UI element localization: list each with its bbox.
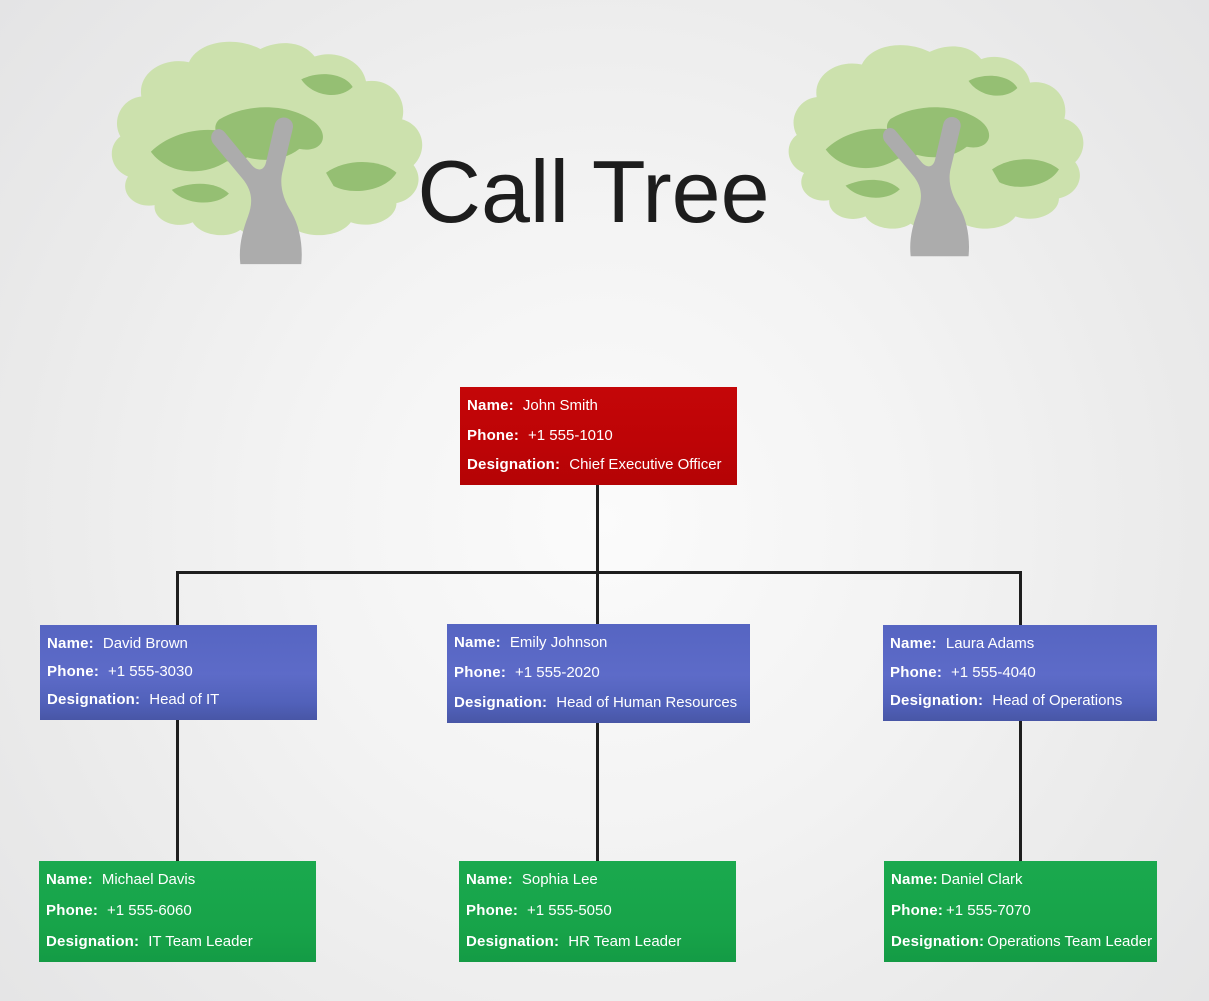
name-row: Name: David Brown bbox=[47, 634, 311, 653]
connector-drop-laura bbox=[1019, 573, 1022, 626]
phone-row: Phone: +1 555-2020 bbox=[454, 663, 744, 682]
name-label: Name: bbox=[467, 397, 514, 414]
phone-value: +1 555-2020 bbox=[515, 664, 600, 681]
designation-value: Head of IT bbox=[149, 691, 220, 708]
designation-row: Designation: IT Team Leader bbox=[46, 932, 310, 951]
phone-label: Phone: bbox=[890, 663, 943, 681]
org-node-head-of-it[interactable]: Name: David Brown Phone: +1 555-3030 Des… bbox=[40, 625, 317, 720]
designation-label: Designation: bbox=[466, 933, 560, 950]
designation-row: Designation: Head of Operations bbox=[890, 691, 1151, 710]
connector-ceo-stem bbox=[596, 485, 599, 574]
designation-row: Designation: Operations Team Leader bbox=[891, 932, 1153, 951]
name-label: Name: bbox=[466, 871, 513, 888]
phone-label: Phone: bbox=[454, 664, 507, 681]
designation-label: Designation: bbox=[891, 933, 985, 950]
name-label: Name: bbox=[47, 635, 94, 652]
name-row: Name: Daniel Clark bbox=[891, 870, 1151, 889]
phone-value: +1 555-4040 bbox=[951, 663, 1036, 681]
designation-value: Head of Human Resources bbox=[556, 694, 738, 711]
name-value: Laura Adams bbox=[945, 635, 1035, 652]
designation-value: Chief Executive Officer bbox=[569, 456, 722, 473]
phone-row: Phone: +1 555-7070 bbox=[891, 901, 1151, 920]
page-title: Call Tree bbox=[417, 142, 770, 241]
name-row: Name: John Smith bbox=[467, 396, 731, 415]
designation-label: Designation: bbox=[46, 933, 140, 950]
org-node-head-of-hr[interactable]: Name: Emily Johnson Phone: +1 555-2020 D… bbox=[447, 624, 750, 723]
phone-row: Phone: +1 555-1010 bbox=[467, 426, 731, 445]
designation-value: HR Team Leader bbox=[568, 933, 682, 950]
phone-label: Phone: bbox=[47, 663, 100, 680]
designation-value: Head of Operations bbox=[992, 692, 1123, 709]
designation-label: Designation: bbox=[454, 694, 548, 711]
name-label: Name: bbox=[891, 871, 938, 888]
name-row: Name: Emily Johnson bbox=[454, 633, 744, 652]
name-label: Name: bbox=[46, 871, 93, 888]
phone-value: +1 555-5050 bbox=[527, 902, 612, 919]
designation-row: Designation: HR Team Leader bbox=[466, 932, 730, 951]
name-row: Name: Michael Davis bbox=[46, 870, 310, 889]
phone-row: Phone: +1 555-6060 bbox=[46, 901, 310, 920]
designation-label: Designation: bbox=[47, 691, 141, 708]
phone-value: +1 555-7070 bbox=[946, 902, 1031, 919]
name-value: Emily Johnson bbox=[509, 634, 608, 651]
tree-icon-right bbox=[788, 45, 1084, 257]
name-label: Name: bbox=[890, 635, 937, 652]
connector-drop-emily bbox=[596, 573, 599, 625]
name-row: Name: Laura Adams bbox=[890, 634, 1151, 653]
phone-value: +1 555-1010 bbox=[528, 426, 613, 444]
org-node-operations-team-leader[interactable]: Name: Daniel Clark Phone: +1 555-7070 De… bbox=[884, 861, 1157, 962]
name-value: Sophia Lee bbox=[521, 871, 598, 888]
connector-horizontal-rail bbox=[176, 571, 1022, 574]
name-value: John Smith bbox=[522, 397, 598, 414]
name-value: Michael Davis bbox=[101, 871, 196, 888]
phone-row: Phone: +1 555-4040 bbox=[890, 663, 1151, 682]
phone-row: Phone: +1 555-5050 bbox=[466, 901, 730, 920]
name-value: David Brown bbox=[102, 635, 188, 652]
connector-laura-daniel bbox=[1019, 720, 1022, 862]
phone-value: +1 555-6060 bbox=[107, 902, 192, 919]
phone-row: Phone: +1 555-3030 bbox=[47, 662, 311, 681]
connector-david-michael bbox=[176, 719, 179, 862]
phone-label: Phone: bbox=[891, 902, 944, 919]
designation-value: IT Team Leader bbox=[148, 933, 253, 950]
designation-row: Designation: Head of Human Resources bbox=[454, 693, 744, 712]
phone-label: Phone: bbox=[466, 902, 519, 919]
connector-drop-david bbox=[176, 573, 179, 626]
designation-value: Operations Team Leader bbox=[987, 933, 1153, 950]
phone-label: Phone: bbox=[46, 902, 99, 919]
designation-row: Designation: Chief Executive Officer bbox=[467, 455, 731, 474]
designation-row: Designation: Head of IT bbox=[47, 690, 311, 709]
designation-label: Designation: bbox=[467, 456, 561, 473]
phone-label: Phone: bbox=[467, 426, 520, 444]
org-node-ceo[interactable]: Name: John Smith Phone: +1 555-1010 Desi… bbox=[460, 387, 737, 485]
org-node-hr-team-leader[interactable]: Name: Sophia Lee Phone: +1 555-5050 Desi… bbox=[459, 861, 736, 962]
name-value: Daniel Clark bbox=[940, 871, 1023, 888]
designation-label: Designation: bbox=[890, 692, 984, 709]
org-node-head-of-operations[interactable]: Name: Laura Adams Phone: +1 555-4040 Des… bbox=[883, 625, 1157, 721]
phone-value: +1 555-3030 bbox=[108, 663, 193, 680]
tree-icon-left bbox=[111, 41, 423, 265]
connector-emily-sophia bbox=[596, 722, 599, 862]
org-node-it-team-leader[interactable]: Name: Michael Davis Phone: +1 555-6060 D… bbox=[39, 861, 316, 962]
name-row: Name: Sophia Lee bbox=[466, 870, 730, 889]
name-label: Name: bbox=[454, 634, 501, 651]
